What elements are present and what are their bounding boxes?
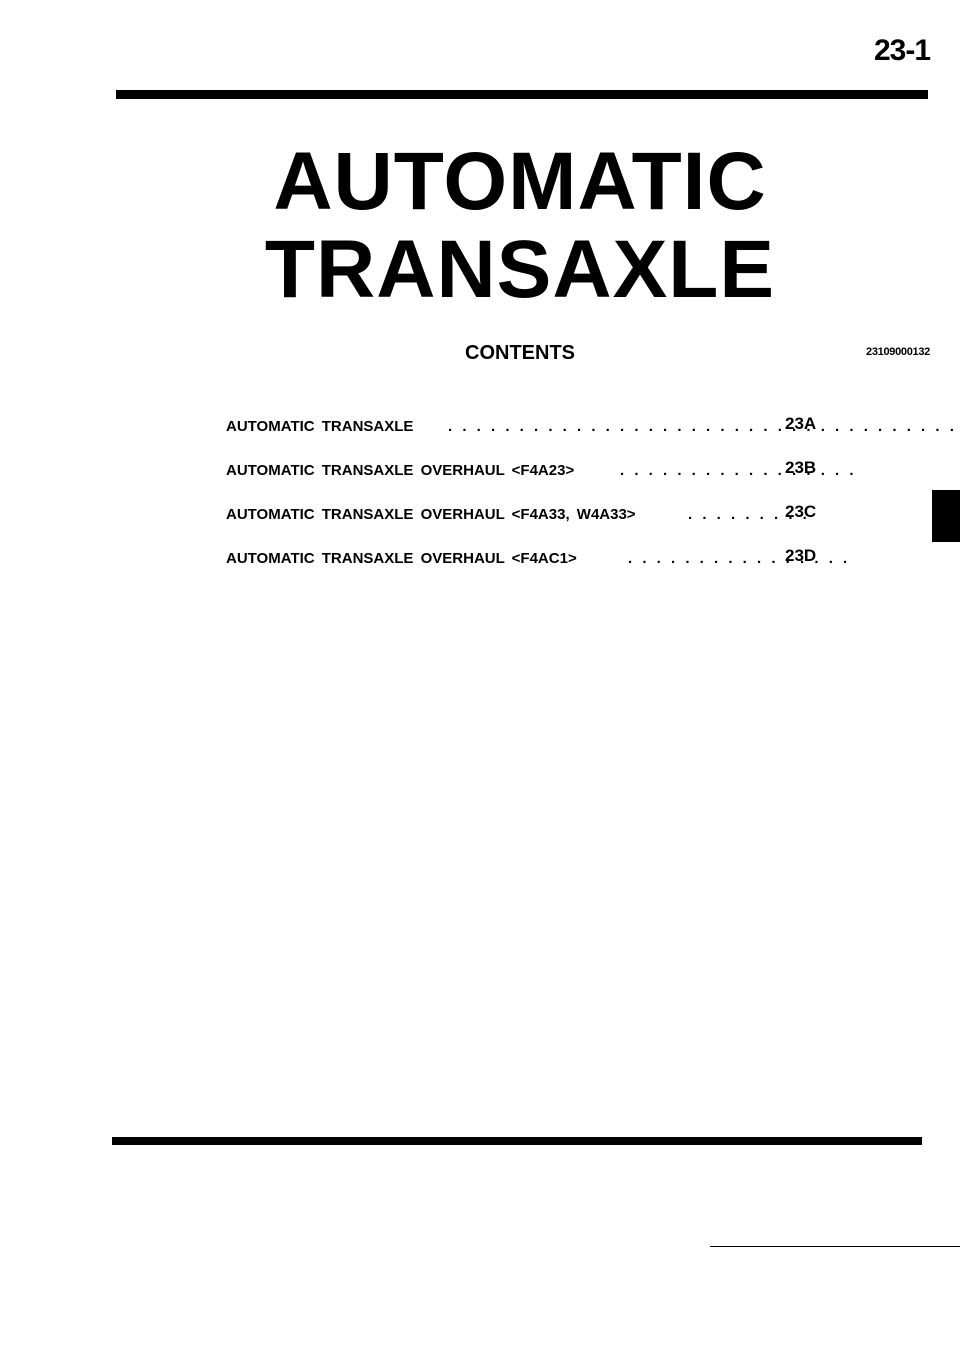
chapter-title-line-1: AUTOMATIC xyxy=(273,136,767,227)
top-rule xyxy=(116,90,928,99)
footer-rule xyxy=(710,1246,960,1247)
toc-leader-dots: . . . . . . . . . . . . . . . . xyxy=(628,550,851,567)
bottom-rule xyxy=(112,1137,922,1145)
toc-entry-code[interactable]: 23A xyxy=(785,414,817,433)
toc-entry-23d[interactable]: AUTOMATIC TRANSAXLE OVERHAUL <F4AC1> . .… xyxy=(226,546,847,590)
page-number: 23-1 xyxy=(873,34,931,67)
toc-leader-dots: . . . . . . . . . . . . . . . . . xyxy=(620,462,857,479)
toc-leader-dots: . . . . . . . . . . . . . . . . . . . . … xyxy=(448,418,960,435)
chapter-title: AUTOMATIC TRANSAXLE xyxy=(0,138,960,314)
contents-heading: CONTENTS xyxy=(465,342,575,364)
toc-entry-code[interactable]: 23B xyxy=(785,458,817,477)
chapter-title-line-2: TRANSAXLE xyxy=(264,224,776,315)
document-code: 23109000132 xyxy=(866,346,930,358)
toc-entry-label: AUTOMATIC TRANSAXLE OVERHAUL <F4AC1> xyxy=(226,550,577,567)
toc-entry-23b[interactable]: AUTOMATIC TRANSAXLE OVERHAUL <F4A23> . .… xyxy=(226,458,854,502)
toc-entry-label: AUTOMATIC TRANSAXLE OVERHAUL <F4A33, W4A… xyxy=(226,506,636,523)
toc-entry-label: AUTOMATIC TRANSAXLE OVERHAUL <F4A23> xyxy=(226,462,575,479)
toc-entry-code[interactable]: 23D xyxy=(785,546,817,565)
section-thumb-tab xyxy=(932,490,960,542)
toc-entry-23c[interactable]: AUTOMATIC TRANSAXLE OVERHAUL <F4A33, W4A… xyxy=(226,502,826,546)
toc-entry-code[interactable]: 23C xyxy=(785,502,817,521)
toc-entry-label: AUTOMATIC TRANSAXLE xyxy=(226,418,414,435)
table-of-contents: AUTOMATIC TRANSAXLE . . . . . . . . . . … xyxy=(226,414,960,590)
toc-leader-dots: . . . . . . . . . xyxy=(688,506,810,523)
toc-entry-23a[interactable]: AUTOMATIC TRANSAXLE . . . . . . . . . . … xyxy=(226,414,960,458)
